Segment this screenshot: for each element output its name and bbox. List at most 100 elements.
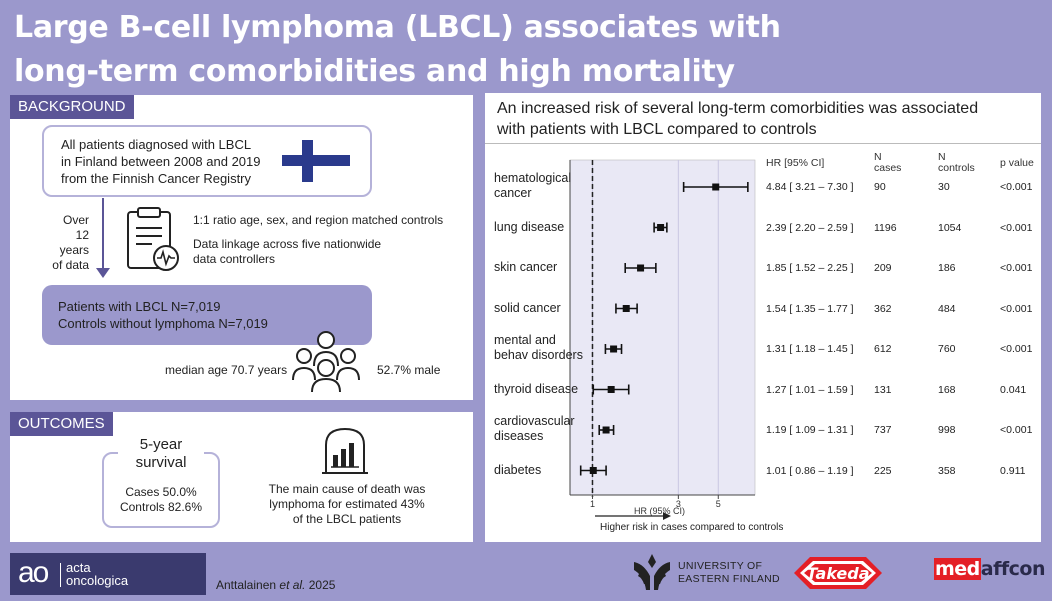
over-line-3: of data bbox=[52, 258, 89, 272]
row-label-line-1: skin cancer bbox=[494, 260, 558, 274]
hr-ci-value: 1.54 [ 1.35 – 1.77 ] bbox=[766, 302, 854, 315]
col-controls-header: N controls bbox=[938, 151, 975, 174]
n-cases-value: 612 bbox=[874, 343, 892, 355]
row-label-line-2: behav disorders bbox=[494, 348, 583, 362]
hr-ci-value: 1.19 [ 1.09 – 1.31 ] bbox=[766, 424, 854, 436]
data-span-label: Over 12 years of data bbox=[44, 213, 89, 273]
p-value: 0.911 bbox=[1000, 464, 1026, 477]
over-line-2: 12 years bbox=[59, 228, 89, 257]
cohort-text: Patients with LBCL N=7,019 Controls with… bbox=[58, 298, 268, 332]
n-cases-value: 225 bbox=[874, 464, 892, 477]
hr-ci-value: 2.39 [ 2.20 – 2.59 ] bbox=[766, 221, 854, 234]
forest-heading-line-1: An increased risk of several long-term c… bbox=[497, 100, 979, 117]
journal-logo-mark: ao bbox=[18, 556, 49, 589]
male-pct: 52.7% male bbox=[377, 363, 441, 377]
row-label-line-1: cardiovascular bbox=[494, 414, 575, 428]
journal-logo: ao acta oncologica bbox=[10, 553, 206, 595]
cohort-line-1: Patients with LBCL N=7,019 bbox=[58, 299, 221, 314]
timeline-arrow-head bbox=[96, 268, 110, 278]
row-label-line-1: diabetes bbox=[494, 462, 542, 477]
row-label: lung disease bbox=[494, 220, 564, 235]
n-controls-value: 760 bbox=[938, 343, 956, 355]
p-value: <0.001 bbox=[1000, 221, 1033, 234]
plot-area bbox=[569, 159, 756, 496]
row-label-line-1: mental and bbox=[494, 333, 556, 347]
survival-cases: Cases 50.0% bbox=[125, 485, 197, 499]
hr-point bbox=[589, 467, 597, 474]
background-tag: BACKGROUND bbox=[10, 95, 134, 119]
direction-arrow-head bbox=[663, 512, 671, 520]
linkage-line-1: Data linkage across five nationwide bbox=[193, 237, 382, 251]
death-cause-text: The main cause of death was lymphoma for… bbox=[262, 482, 432, 527]
row-label-line-1: solid cancer bbox=[494, 300, 561, 315]
linkage-line-2: data controllers bbox=[193, 252, 276, 266]
journal-logo-divider bbox=[60, 563, 61, 587]
x-axis-label: HR (95% CI) bbox=[634, 506, 686, 516]
p-value: <0.001 bbox=[1000, 424, 1033, 436]
n-controls-value: 168 bbox=[938, 383, 956, 396]
forest-plot: 1 3 5 bbox=[569, 159, 756, 520]
p-value: <0.001 bbox=[1000, 262, 1033, 274]
takeda-wordmark: Takeda bbox=[807, 564, 870, 583]
hr-ci-value: 1.31 [ 1.18 – 1.45 ] bbox=[766, 343, 854, 355]
p-value: <0.001 bbox=[1000, 343, 1033, 355]
hr-ci-value: 1.01 [ 0.86 – 1.19 ] bbox=[766, 464, 854, 477]
x-tick-label: 5 bbox=[716, 499, 721, 509]
patients-line-2: in Finland between 2008 and 2019 bbox=[61, 154, 261, 169]
takeda-logo: Takeda bbox=[794, 557, 882, 589]
clipboard-ekg-icon bbox=[127, 207, 179, 271]
timeline-arrow bbox=[102, 198, 104, 270]
page-title: Large B-cell lymphoma (LBCL) associates … bbox=[14, 6, 781, 94]
title-line-1: Large B-cell lymphoma (LBCL) associates … bbox=[14, 10, 781, 45]
n-controls-value: 1054 bbox=[938, 221, 962, 234]
hr-ci-value: 1.85 [ 1.52 – 2.25 ] bbox=[766, 262, 854, 274]
n-controls-value: 484 bbox=[938, 302, 956, 315]
hr-point bbox=[622, 305, 630, 312]
cohort-box bbox=[42, 285, 372, 345]
cohort-line-2: Controls without lymphoma N=7,019 bbox=[58, 316, 268, 331]
row-label-line-2: cancer bbox=[494, 186, 532, 200]
hr-point bbox=[602, 426, 610, 434]
hr-point bbox=[637, 264, 645, 272]
n-controls-value: 358 bbox=[938, 464, 956, 477]
title-line-2: long-term comorbidities and high mortali… bbox=[14, 54, 735, 89]
outcomes-tag: OUTCOMES bbox=[10, 412, 113, 436]
n-controls-value: 30 bbox=[938, 181, 950, 193]
tombstone-chart-icon bbox=[322, 427, 368, 474]
hr-point bbox=[610, 345, 618, 353]
x-tick-label: 1 bbox=[590, 499, 595, 509]
uef-logo-icon bbox=[634, 554, 670, 590]
hr-ci-value: 1.27 [ 1.01 – 1.59 ] bbox=[766, 383, 854, 396]
death-line-1: The main cause of death was bbox=[268, 482, 426, 496]
n-cases-value: 131 bbox=[874, 383, 892, 396]
hr-point bbox=[712, 183, 720, 191]
survival-line-2: survival bbox=[135, 454, 187, 471]
n-cases-value: 1196 bbox=[874, 221, 897, 234]
col-cases-header: N cases bbox=[874, 151, 902, 174]
p-value: <0.001 bbox=[1000, 302, 1033, 315]
n-controls-value: 186 bbox=[938, 262, 956, 274]
median-age: median age 70.7 years bbox=[165, 363, 288, 377]
survival-values: Cases 50.0% Controls 82.6% bbox=[102, 485, 220, 515]
x-tick-label: 3 bbox=[676, 499, 681, 509]
row-label-line-2: diseases bbox=[494, 429, 544, 443]
forest-heading-line-2: with patients with LBCL compared to cont… bbox=[497, 121, 817, 138]
forest-heading-divider bbox=[485, 143, 1041, 144]
survival-line-1: 5-year bbox=[139, 436, 183, 453]
row-label: diabetes bbox=[494, 463, 541, 478]
row-label: thyroid disease bbox=[494, 382, 578, 397]
journal-logo-text: acta oncologica bbox=[66, 560, 129, 588]
finland-flag-icon bbox=[282, 140, 350, 182]
n-cases-value: 209 bbox=[874, 262, 892, 274]
patients-line-1: All patients diagnosed with LBCL bbox=[61, 137, 252, 152]
ratio-text: 1:1 ratio age, sex, and region matched c… bbox=[193, 213, 444, 227]
row-label-line-1: lung disease bbox=[494, 219, 565, 234]
medaffcon-logo: medaffcon bbox=[934, 558, 1046, 580]
n-cases-value: 362 bbox=[874, 302, 892, 315]
row-label-line-1: thyroid disease bbox=[494, 381, 579, 396]
patients-line-3: from the Finnish Cancer Registry bbox=[61, 171, 252, 186]
row-label-line-1: hematological bbox=[494, 171, 572, 185]
col-hr-header: HR [95% CI] bbox=[766, 157, 825, 169]
